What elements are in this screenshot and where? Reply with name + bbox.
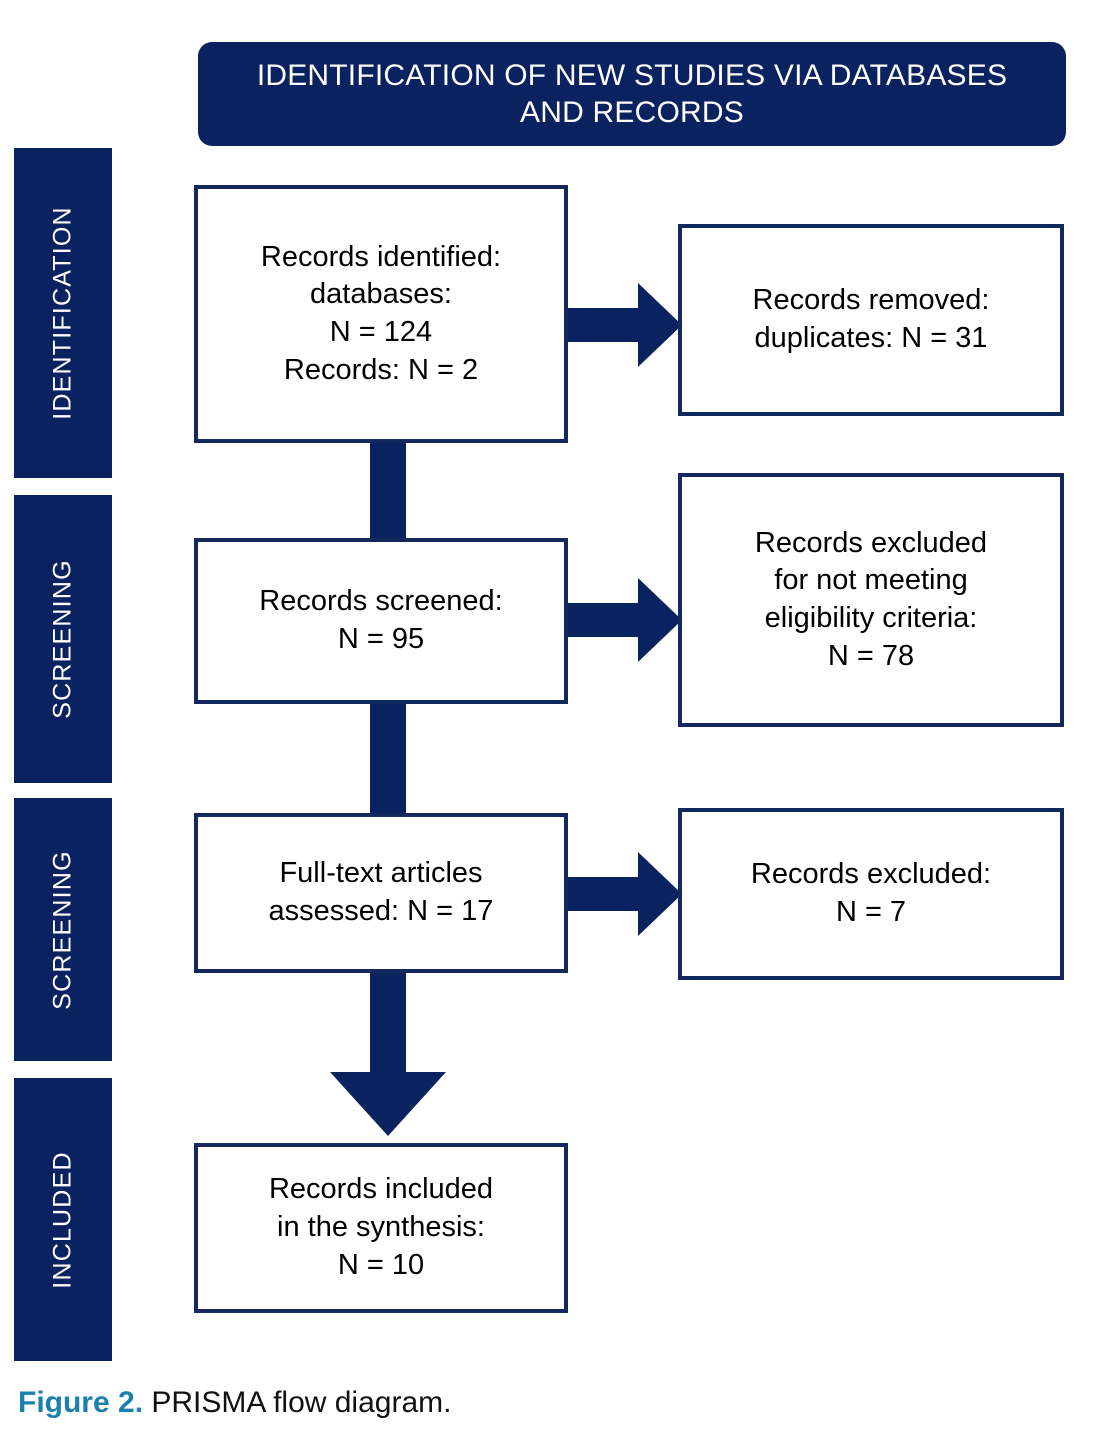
box-records-excluded-text: Records excluded: N = 7 [750,858,992,928]
box-records-included: Records included in the synthesis: N = 1… [194,1143,568,1313]
arrow-fulltext-to-included [318,968,458,1140]
arrow-screened-to-excluded-eligibility [568,578,684,662]
box-records-removed-duplicates: Records removed: duplicates: N = 31 [678,224,1064,416]
arrow-identified-to-removed [568,283,684,367]
stage-band-screening-2: SCREENING [14,798,112,1061]
banner-title: IDENTIFICATION OF NEW STUDIES VIA DATABA… [256,58,1008,130]
box-records-identified: Records identified: databases: N = 124 R… [194,185,568,443]
figure-caption-label: Figure 2. [18,1386,144,1419]
stage-label-screening-1: SCREENING [48,559,77,719]
box-full-text-assessed-text: Full-text articles assessed: N = 17 [268,857,494,927]
figure-caption-text: PRISMA flow diagram. [143,1386,452,1419]
box-records-screened: Records screened: N = 95 [194,538,568,704]
box-records-screened-text: Records screened: N = 95 [259,585,503,655]
box-records-removed-duplicates-text: Records removed: duplicates: N = 31 [752,284,990,354]
stage-label-identification: IDENTIFICATION [48,206,77,420]
stage-band-screening-1: SCREENING [14,495,112,783]
stage-band-identification: IDENTIFICATION [14,148,112,478]
box-records-identified-text: Records identified: databases: N = 124 R… [260,240,502,386]
stage-label-included: INCLUDED [48,1150,77,1289]
box-records-excluded-eligibility-text: Records excluded for not meeting eligibi… [754,526,988,672]
arrow-fulltext-to-excluded [568,852,684,936]
box-full-text-assessed: Full-text articles assessed: N = 17 [194,813,568,973]
connector-screened-to-fulltext [370,700,406,816]
connector-identified-to-screened [370,438,406,542]
box-records-excluded-eligibility: Records excluded for not meeting eligibi… [678,473,1064,727]
figure-caption: Figure 2. PRISMA flow diagram. [18,1385,451,1421]
diagram-header-banner: IDENTIFICATION OF NEW STUDIES VIA DATABA… [198,42,1066,146]
box-records-excluded: Records excluded: N = 7 [678,808,1064,980]
stage-label-screening-2: SCREENING [48,849,77,1010]
stage-band-included: INCLUDED [14,1078,112,1361]
box-records-included-text: Records included in the synthesis: N = 1… [268,1173,494,1281]
